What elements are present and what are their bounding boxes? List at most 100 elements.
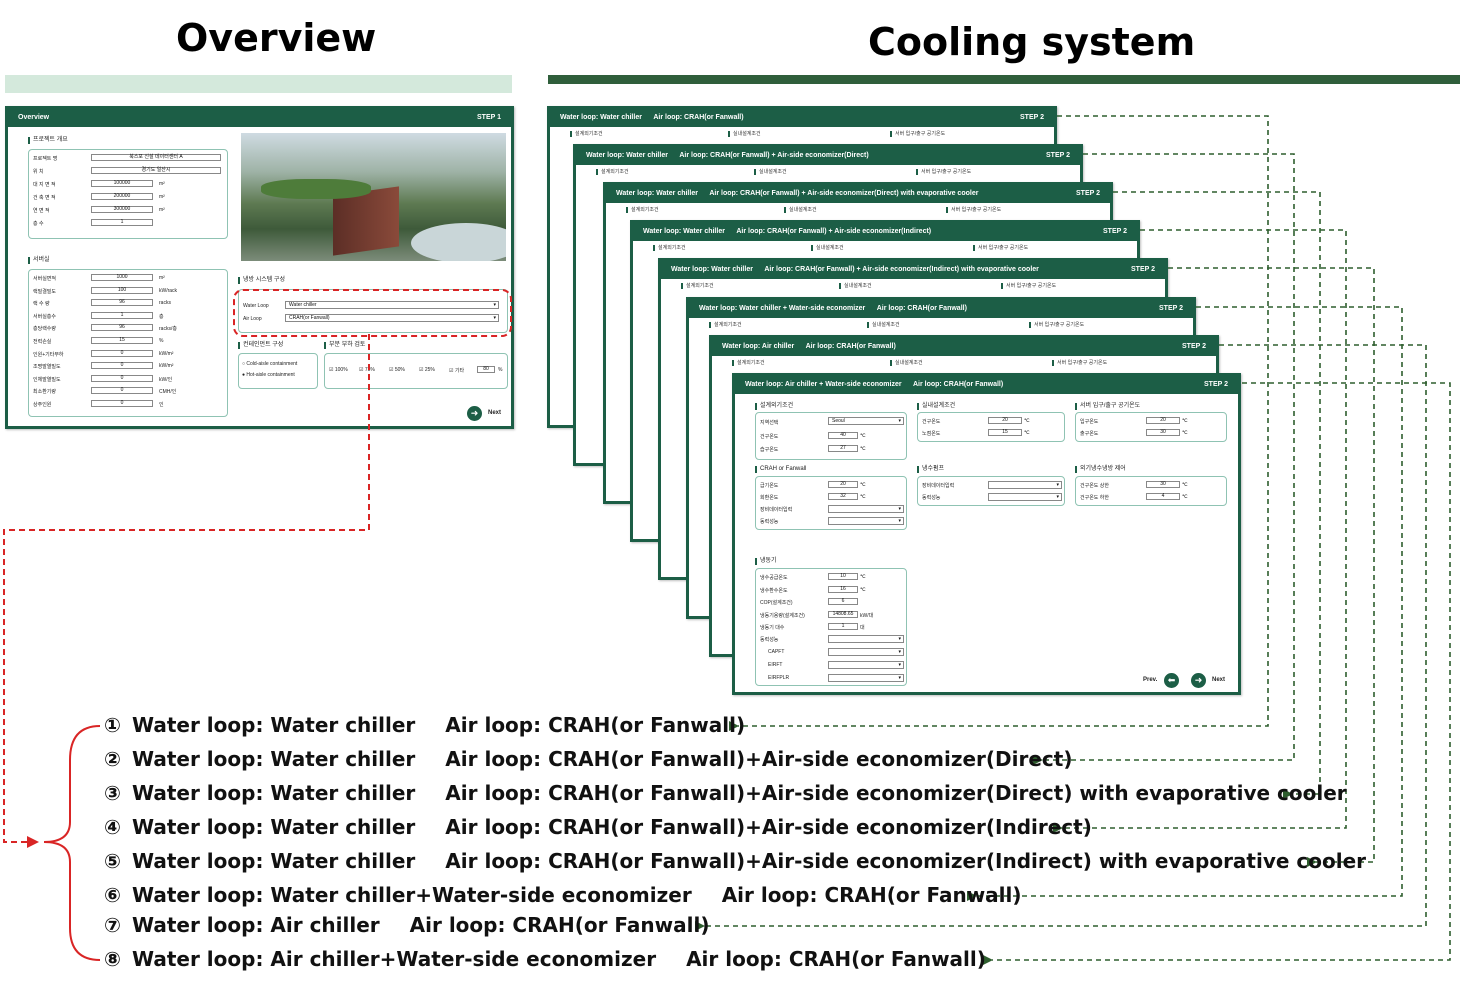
system-water-loop: Water loop: Water chiller — [132, 747, 416, 771]
cooling-window-section-label: 서버 입구/출구 공기온도 — [973, 245, 1028, 251]
outdoor-dry-bulb-unit: ℃ — [860, 433, 866, 439]
server-row-label: 최소환기량 — [33, 389, 57, 396]
crah-power-select[interactable]: ▾ — [828, 517, 904, 525]
system-air-loop: Air loop: CRAH(or Fanwall)+Air-side econ… — [445, 781, 1347, 805]
load-other-checkbox[interactable]: ☑ 기타 — [449, 368, 465, 374]
server-row-label: 상주인원 — [33, 402, 52, 408]
system-air-loop: Air loop: CRAH(or Fanwall) — [686, 947, 986, 971]
outdoor-dry-bulb-input[interactable]: 40 — [828, 432, 858, 439]
server-row-unit: 인 — [159, 402, 164, 408]
crah-power-label: 동력성능 — [760, 519, 779, 525]
server-row-input[interactable]: 0 — [91, 374, 153, 382]
outdoor-dry-bulb-label: 건구온도 — [760, 434, 779, 440]
load-section-title: 부분 부하 검토 — [324, 342, 365, 349]
project-row-input[interactable]: 100000 — [91, 180, 153, 187]
overview-next-label: Next — [488, 410, 502, 416]
cooling-window-titlebar: Water loop: Water chiller + Water-side e… — [689, 300, 1193, 318]
chiller-row-input[interactable]: 6 — [828, 598, 858, 605]
pump-section: 장비데이터입력 ▾ 동력성능 ▾ — [917, 476, 1065, 506]
server-row-input[interactable]: 1 — [91, 311, 153, 319]
indoor-dry-bulb-input[interactable]: 20 — [988, 417, 1022, 424]
containment-section: ○ Cold-aisle containment ● Hot-aisle con… — [238, 353, 318, 389]
water-loop-select[interactable]: Water chiller▾ — [285, 301, 499, 309]
air-loop-select[interactable]: CRAH(or Fanwall)▾ — [285, 314, 499, 322]
indoor-dry-bulb-label: 건구온도 — [922, 419, 941, 425]
project-section-title: 프로젝트 개요 — [28, 137, 68, 144]
system-water-loop: Water loop: Air chiller+Water-side econo… — [132, 947, 657, 971]
cold-aisle-radio[interactable]: ○ Cold-aisle containment — [242, 361, 298, 367]
server-row-input[interactable]: 0 — [91, 400, 153, 407]
outdoor-wet-bulb-input[interactable]: 27 — [828, 445, 858, 452]
chiller-row-unit: kW/대 — [860, 612, 874, 619]
server-row-input[interactable]: 1000 — [91, 274, 153, 281]
loop-highlight — [233, 289, 512, 337]
server-row-input[interactable]: 0 — [91, 387, 153, 395]
system-water-loop: Water loop: Air chiller — [132, 913, 380, 937]
server-outlet-input[interactable]: 30 — [1146, 429, 1180, 436]
pump-power-select[interactable]: ▾ — [988, 493, 1062, 501]
cooling-window-section-label: 설계외기조건 — [732, 360, 765, 366]
chiller-row-input[interactable]: 1 — [828, 623, 858, 630]
cooling-window-section-label: 서버 입구/출구 공기온도 — [1001, 283, 1056, 289]
server-row-input[interactable]: 0 — [91, 362, 153, 370]
hot-aisle-radio[interactable]: ● Hot-aisle containment — [242, 372, 295, 378]
chiller-row-input[interactable]: 10 — [828, 573, 858, 580]
next-button[interactable]: ➜ — [1191, 673, 1206, 688]
server-row-label: 랙밀결밀도 — [33, 288, 57, 295]
server-inlet-input[interactable]: 20 — [1146, 417, 1180, 424]
server-row-input[interactable]: 0 — [91, 349, 153, 357]
crah-equipment-select[interactable]: ▾ — [828, 505, 904, 513]
chiller-row-input[interactable]: 16 — [828, 585, 858, 593]
prev-button[interactable]: ⬅ — [1164, 673, 1179, 688]
chiller-select[interactable]: ▾ — [828, 674, 904, 682]
pump-title: 냉수펌프 — [917, 466, 944, 473]
server-row-label: 인원+기타부하 — [33, 351, 64, 358]
chiller-select[interactable]: ▾ — [828, 661, 904, 669]
chiller-select[interactable]: ▾ — [828, 648, 904, 656]
river — [411, 223, 506, 261]
system-number: ① — [104, 713, 121, 737]
indoor-dew-point-input[interactable]: 15 — [988, 429, 1022, 436]
chiller-select[interactable]: ▾ — [828, 635, 904, 643]
pump-power-label: 동력성능 — [922, 495, 941, 501]
pump-equipment-select[interactable]: ▾ — [988, 481, 1062, 489]
project-row-input[interactable]: 300000 — [91, 206, 153, 213]
overview-next-button[interactable]: ➜ — [467, 406, 482, 421]
load-50-checkbox[interactable]: ☑ 50% — [389, 367, 405, 373]
return-air-input[interactable]: 32 — [828, 493, 858, 500]
load-75-checkbox[interactable]: ☑ 75% — [359, 367, 375, 373]
server-row-unit: CMH/인 — [159, 389, 177, 396]
server-row-input[interactable]: 100 — [91, 286, 153, 294]
server-row-input[interactable]: 96 — [91, 324, 153, 332]
supply-air-input[interactable]: 20 — [828, 481, 858, 488]
cooling-window-section-label: 설계외기조건 — [709, 322, 742, 328]
econ-lower-input[interactable]: 4 — [1146, 493, 1180, 500]
project-row-input[interactable]: 200000 — [91, 193, 153, 200]
project-row-input[interactable]: 북스포 신설 데이터센터 A — [91, 154, 221, 161]
cooling-system-heading: Cooling system — [868, 20, 1196, 64]
chiller-title: 냉동기 — [755, 558, 777, 565]
server-row-input[interactable]: 96 — [91, 299, 153, 307]
system-air-loop: Air loop: CRAH(or Fanwall) — [721, 883, 1022, 907]
chiller-row-input[interactable]: 14808.65 — [828, 610, 858, 618]
server-air-title: 서버 입구/출구 공기온도 — [1075, 403, 1140, 410]
load-25-checkbox[interactable]: ☑ 25% — [419, 367, 435, 373]
region-select[interactable]: Seoul▾ — [828, 417, 904, 425]
return-air-label: 회환온도 — [760, 495, 779, 501]
cooling-window-section-label: 서버 입구/출구 공기온도 — [1052, 360, 1107, 366]
load-100-checkbox[interactable]: ☑ 100% — [329, 367, 348, 373]
econ-upper-input[interactable]: 30 — [1146, 481, 1180, 488]
load-other-input[interactable]: 80 — [477, 366, 495, 373]
server-row-input[interactable]: 15 — [91, 337, 153, 344]
econ-lower-label: 건구온도 하한 — [1080, 495, 1109, 501]
cooling-window-section-label: 설계외기조건 — [681, 283, 714, 289]
project-row-input[interactable]: 1 — [91, 219, 153, 226]
cooling-window-section-label: 실내설계조건 — [784, 207, 817, 213]
project-row-input[interactable]: 경기도 일산시 — [91, 167, 221, 174]
chiller-row-label: 냉동기용량(설계조건) — [760, 612, 805, 619]
cooling-window-section-label: 실내설계조건 — [754, 169, 787, 175]
server-row-unit: racks/층 — [159, 326, 177, 333]
